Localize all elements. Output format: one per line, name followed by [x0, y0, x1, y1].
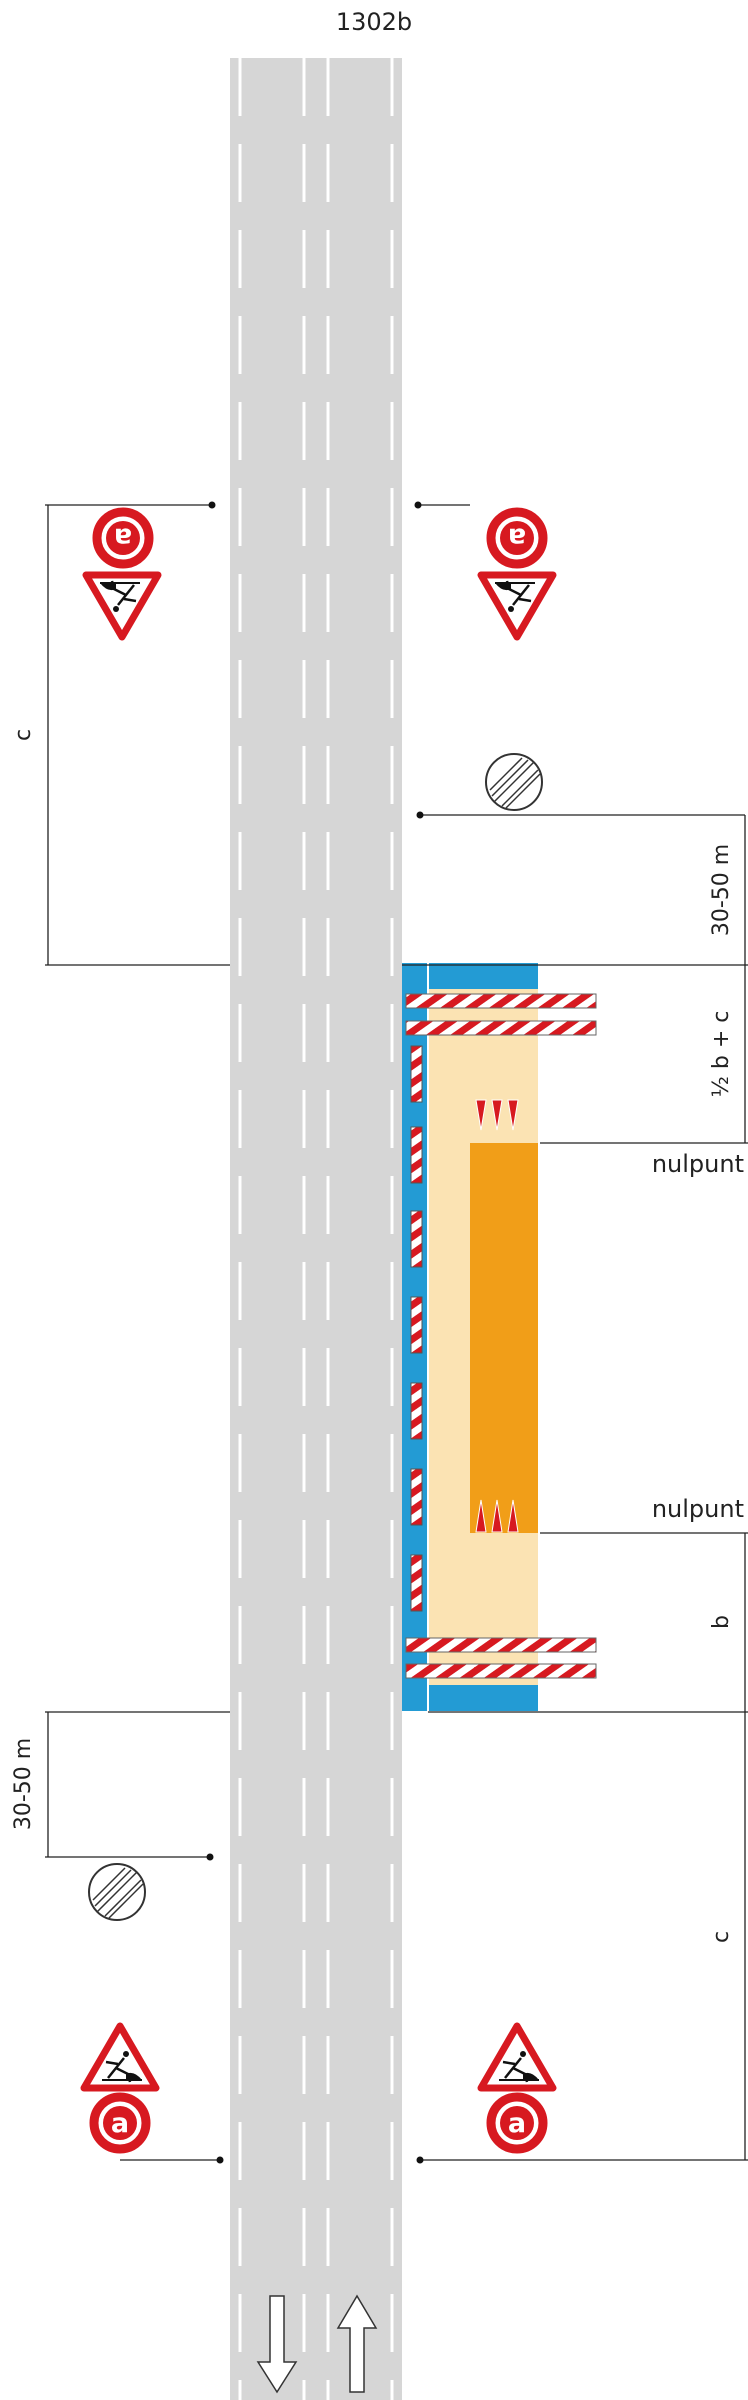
roadworks-sign-top-left	[86, 575, 158, 637]
barrier-bottom-2	[405, 1663, 597, 1679]
diagram-id: 1302b	[336, 8, 412, 36]
end-restriction-sign-bottom	[88, 1863, 146, 1921]
cones-top	[475, 1099, 519, 1131]
label-thirty-fifty-bottom: 30-50 m	[11, 1738, 36, 1830]
label-c-top: c	[11, 729, 36, 741]
dimension-lines	[45, 504, 748, 2161]
a-sign-top-right	[491, 512, 543, 564]
beacons	[410, 1045, 423, 1612]
label-c-bottom: c	[709, 1931, 734, 1943]
a-sign-bottom-right	[491, 2097, 543, 2149]
cones-bottom	[475, 1499, 519, 1533]
label-half-b-plus-c: ½ b + c	[709, 1011, 734, 1098]
label-nulpunt-bottom: nulpunt	[652, 1495, 744, 1523]
work-zone	[402, 963, 597, 1711]
roadworks-sign-top-right	[481, 575, 553, 637]
lane-markings	[238, 58, 394, 2400]
barrier-top-2	[405, 1020, 597, 1036]
label-thirty-fifty-top: 30-50 m	[709, 844, 734, 936]
a-sign-bottom-left	[94, 2097, 146, 2149]
label-b: b	[709, 1615, 734, 1629]
a-sign-top-left	[97, 512, 149, 564]
label-nulpunt-top: nulpunt	[652, 1150, 744, 1178]
arrow-up-icon	[336, 2294, 378, 2393]
roadworks-sign-bottom-right	[481, 2026, 553, 2088]
barrier-top-1	[405, 993, 597, 1009]
dimension-dots	[206, 501, 424, 2164]
barrier-bottom-1	[405, 1637, 597, 1653]
road	[230, 58, 402, 2400]
arrow-down-icon	[256, 2295, 298, 2394]
roadworks-sign-bottom-left	[84, 2026, 156, 2088]
work-area-core	[470, 1143, 538, 1533]
end-restriction-sign-top	[485, 753, 543, 811]
